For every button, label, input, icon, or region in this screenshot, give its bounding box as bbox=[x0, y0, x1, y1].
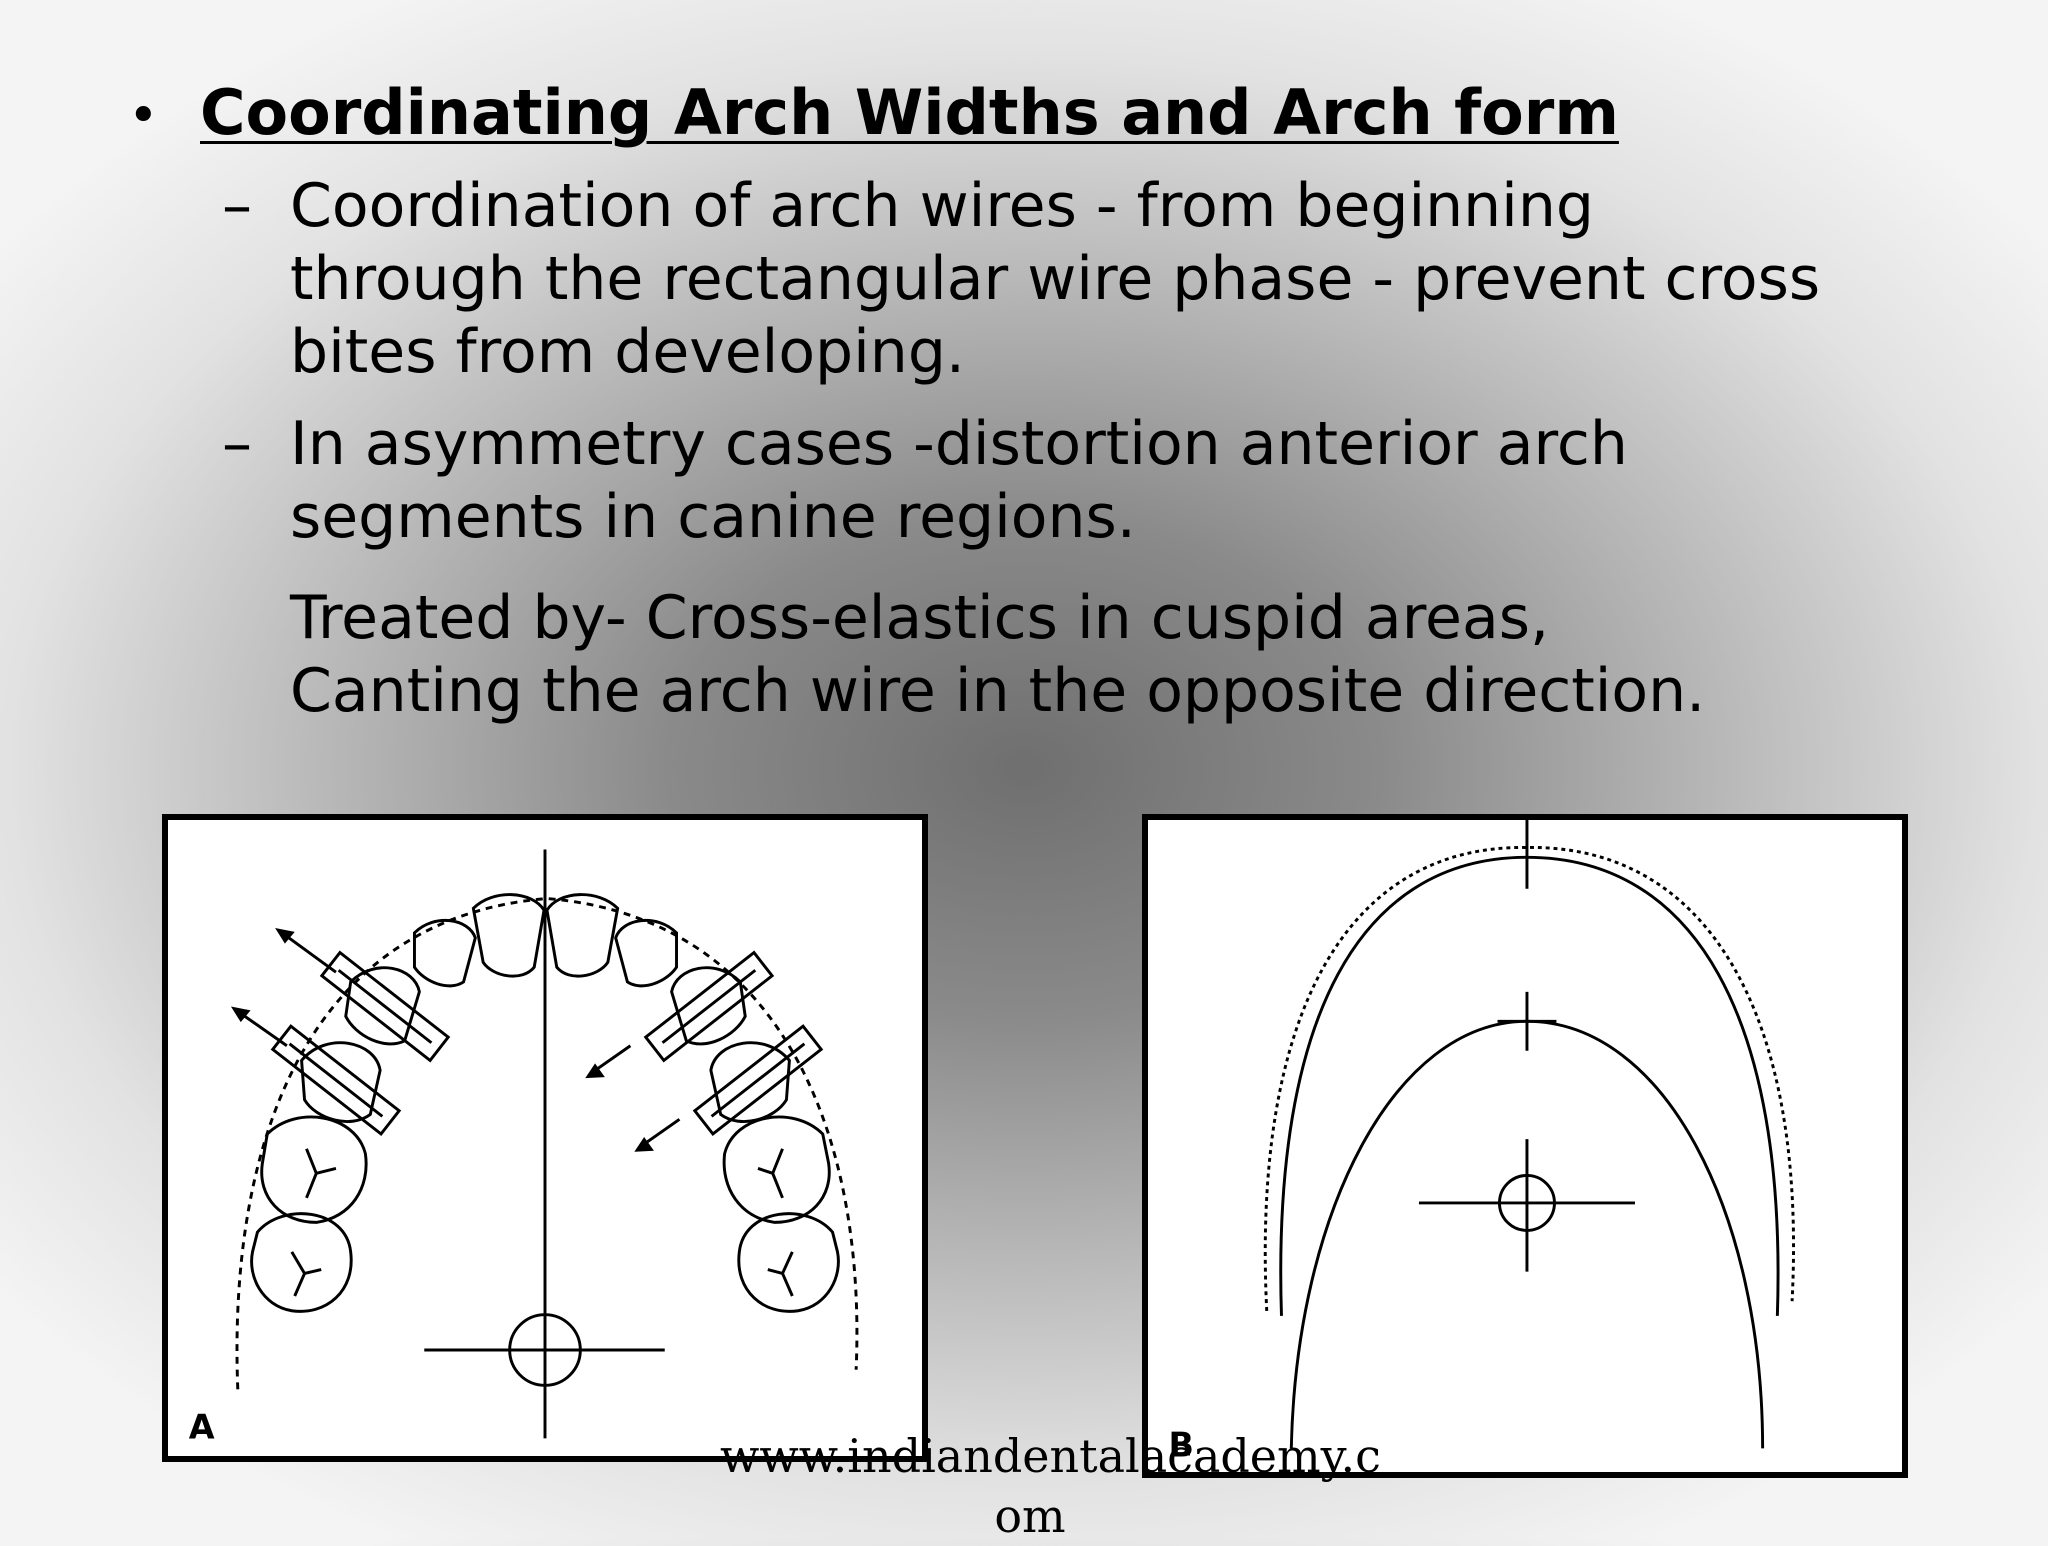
figure-b-letter: B bbox=[1169, 1425, 1194, 1464]
dash-marker: – bbox=[222, 409, 252, 479]
archwire-forms-illustration: B bbox=[1169, 820, 1795, 1464]
slide-heading: Coordinating Arch Widths and Arch form bbox=[200, 76, 1619, 149]
dash-marker: – bbox=[222, 171, 252, 241]
arch-teeth-illustration: A bbox=[189, 849, 859, 1446]
sub-bullet-text: In asymmetry cases -distortion anterior … bbox=[290, 409, 1628, 552]
figure-b-archwire-diagram: B bbox=[1142, 814, 1908, 1478]
figure-a-letter: A bbox=[189, 1407, 215, 1446]
treated-by-text: Treated by- Cross-elastics in cuspid are… bbox=[290, 583, 1706, 726]
figure-a-arch-diagram: A bbox=[162, 814, 928, 1462]
website-watermark: www.indiandentalacademy.c om bbox=[720, 1426, 1381, 1546]
watermark-text: www.indiandentalacademy.c om bbox=[720, 1429, 1381, 1543]
bullet-point: • bbox=[128, 86, 159, 146]
sub-bullet-text: Coordination of arch wires - from beginn… bbox=[290, 171, 1821, 387]
